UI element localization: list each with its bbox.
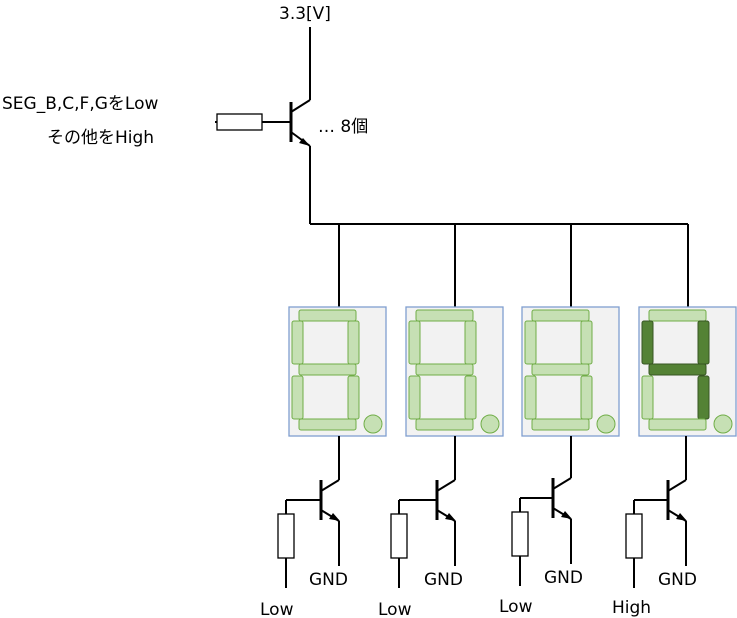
digit-4 — [638, 224, 737, 437]
digit-3-ground-label: GND — [544, 568, 583, 588]
digit-2-ground-label: GND — [424, 570, 463, 590]
digit-2-segment-f — [408, 320, 421, 365]
high-side-transistor — [289, 99, 311, 147]
digit-3-segment-f — [524, 320, 537, 365]
digit-1-base-resistor — [277, 513, 295, 559]
digit-1-ground-label: GND — [309, 570, 348, 590]
digit-2-select-level: Low — [378, 600, 412, 618]
digit-4-ground-label: GND — [658, 570, 697, 590]
input-resistor — [216, 113, 263, 131]
digit-4-segment-c — [697, 375, 710, 420]
digit-2-segment-e — [408, 375, 421, 420]
digit-1-segment-e — [291, 375, 304, 420]
digit-4-segment-e — [641, 375, 654, 420]
digit-1-segment-a — [298, 309, 357, 322]
digit-4-segment-b — [697, 320, 710, 365]
digit-1-driver — [277, 436, 340, 588]
digit-2 — [405, 224, 504, 437]
digit-3-segment-e — [524, 375, 537, 420]
digit-4-segment-f — [641, 320, 654, 365]
digit-3-driver — [511, 436, 572, 586]
digit-4-driver — [625, 436, 687, 588]
input-condition-high: その他をHigh — [47, 128, 154, 148]
digit-3-segment-dp — [596, 414, 616, 434]
digit-3-segment-g — [531, 363, 590, 376]
digit-4-segment-d — [648, 418, 707, 431]
digit-1-select-level: Low — [260, 600, 294, 618]
digit-1-segment-f — [291, 320, 304, 365]
digit-1-segment-dp — [363, 414, 383, 434]
digit-3-segment-c — [580, 375, 593, 420]
digit-4-segment-g — [648, 363, 707, 376]
input-condition-low: SEG_B,C,F,GをLow — [2, 94, 158, 114]
digit-3-segment-d — [531, 418, 590, 431]
digit-1 — [288, 224, 387, 437]
digit-3-base-resistor — [511, 511, 529, 557]
digit-3-select-level: Low — [499, 597, 533, 617]
digit-2-driver — [390, 436, 456, 588]
digit-1-segment-g — [298, 363, 357, 376]
digit-4-segment-dp — [713, 414, 733, 434]
digit-2-base-resistor — [390, 513, 408, 559]
supply-voltage-label: 3.3[V] — [279, 4, 331, 24]
digit-2-segment-g — [415, 363, 474, 376]
digit-4-base-resistor — [625, 513, 643, 559]
digit-4-segment-a — [648, 309, 707, 322]
digit-2-segment-a — [415, 309, 474, 322]
digit-2-segment-b — [464, 320, 477, 365]
digit-1-segment-d — [298, 418, 357, 431]
digit-1-segment-c — [347, 375, 360, 420]
digit-3 — [521, 224, 620, 437]
digit-2-segment-d — [415, 418, 474, 431]
digit-3-segment-a — [531, 309, 590, 322]
digit-4-select-level: High — [612, 598, 651, 618]
digit-3-segment-b — [580, 320, 593, 365]
digit-2-segment-dp — [480, 414, 500, 434]
digit-1-segment-b — [347, 320, 360, 365]
digit-2-segment-c — [464, 375, 477, 420]
transistor-count-label: … 8個 — [318, 117, 368, 137]
